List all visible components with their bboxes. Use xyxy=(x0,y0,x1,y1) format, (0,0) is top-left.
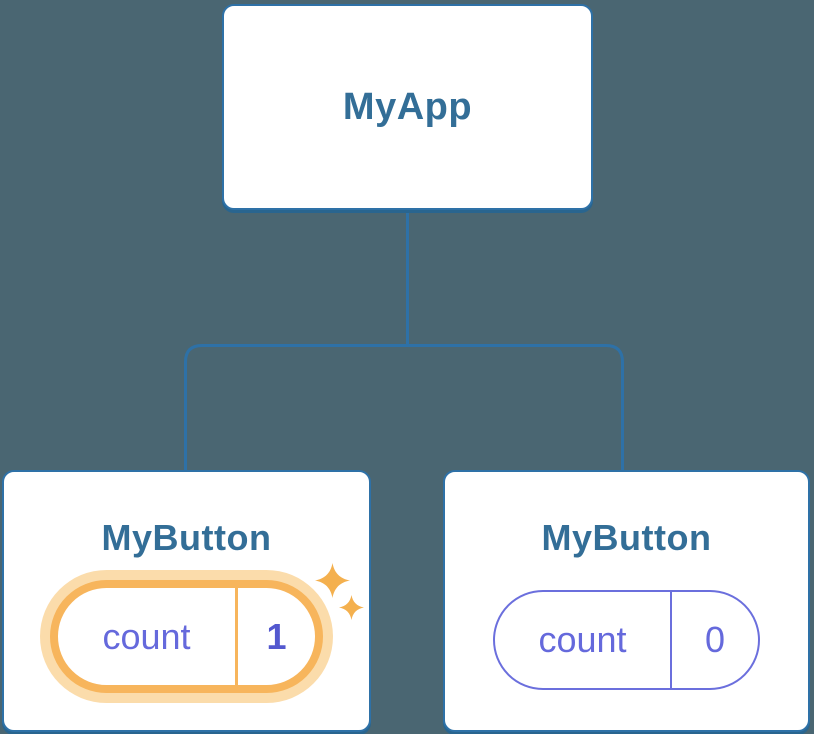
state-value: 0 xyxy=(704,619,726,660)
state-pill-highlighted: count 1 xyxy=(40,570,333,703)
state-value: 1 xyxy=(266,615,287,657)
node-title: MyButton xyxy=(541,517,712,558)
state-pill-plain: count 0 xyxy=(493,590,760,690)
state-value-cell: 0 xyxy=(672,592,758,688)
state-key-label: count xyxy=(538,619,627,660)
state-key-cell: count xyxy=(495,592,670,688)
root-node-myapp: MyApp xyxy=(222,4,593,210)
state-key-cell: count xyxy=(58,588,235,685)
pill-divider xyxy=(670,592,672,688)
node-title: MyButton xyxy=(101,517,272,558)
child-node-mybutton-updated: MyButton count 1 xyxy=(2,470,371,732)
child-node-mybutton-plain: MyButton count 0 xyxy=(443,470,810,732)
state-value-cell: 1 xyxy=(238,588,315,685)
state-key-label: count xyxy=(102,615,191,657)
pill-divider xyxy=(235,588,238,685)
node-title: MyApp xyxy=(342,86,473,128)
state-pill-body: count 1 xyxy=(50,580,323,693)
